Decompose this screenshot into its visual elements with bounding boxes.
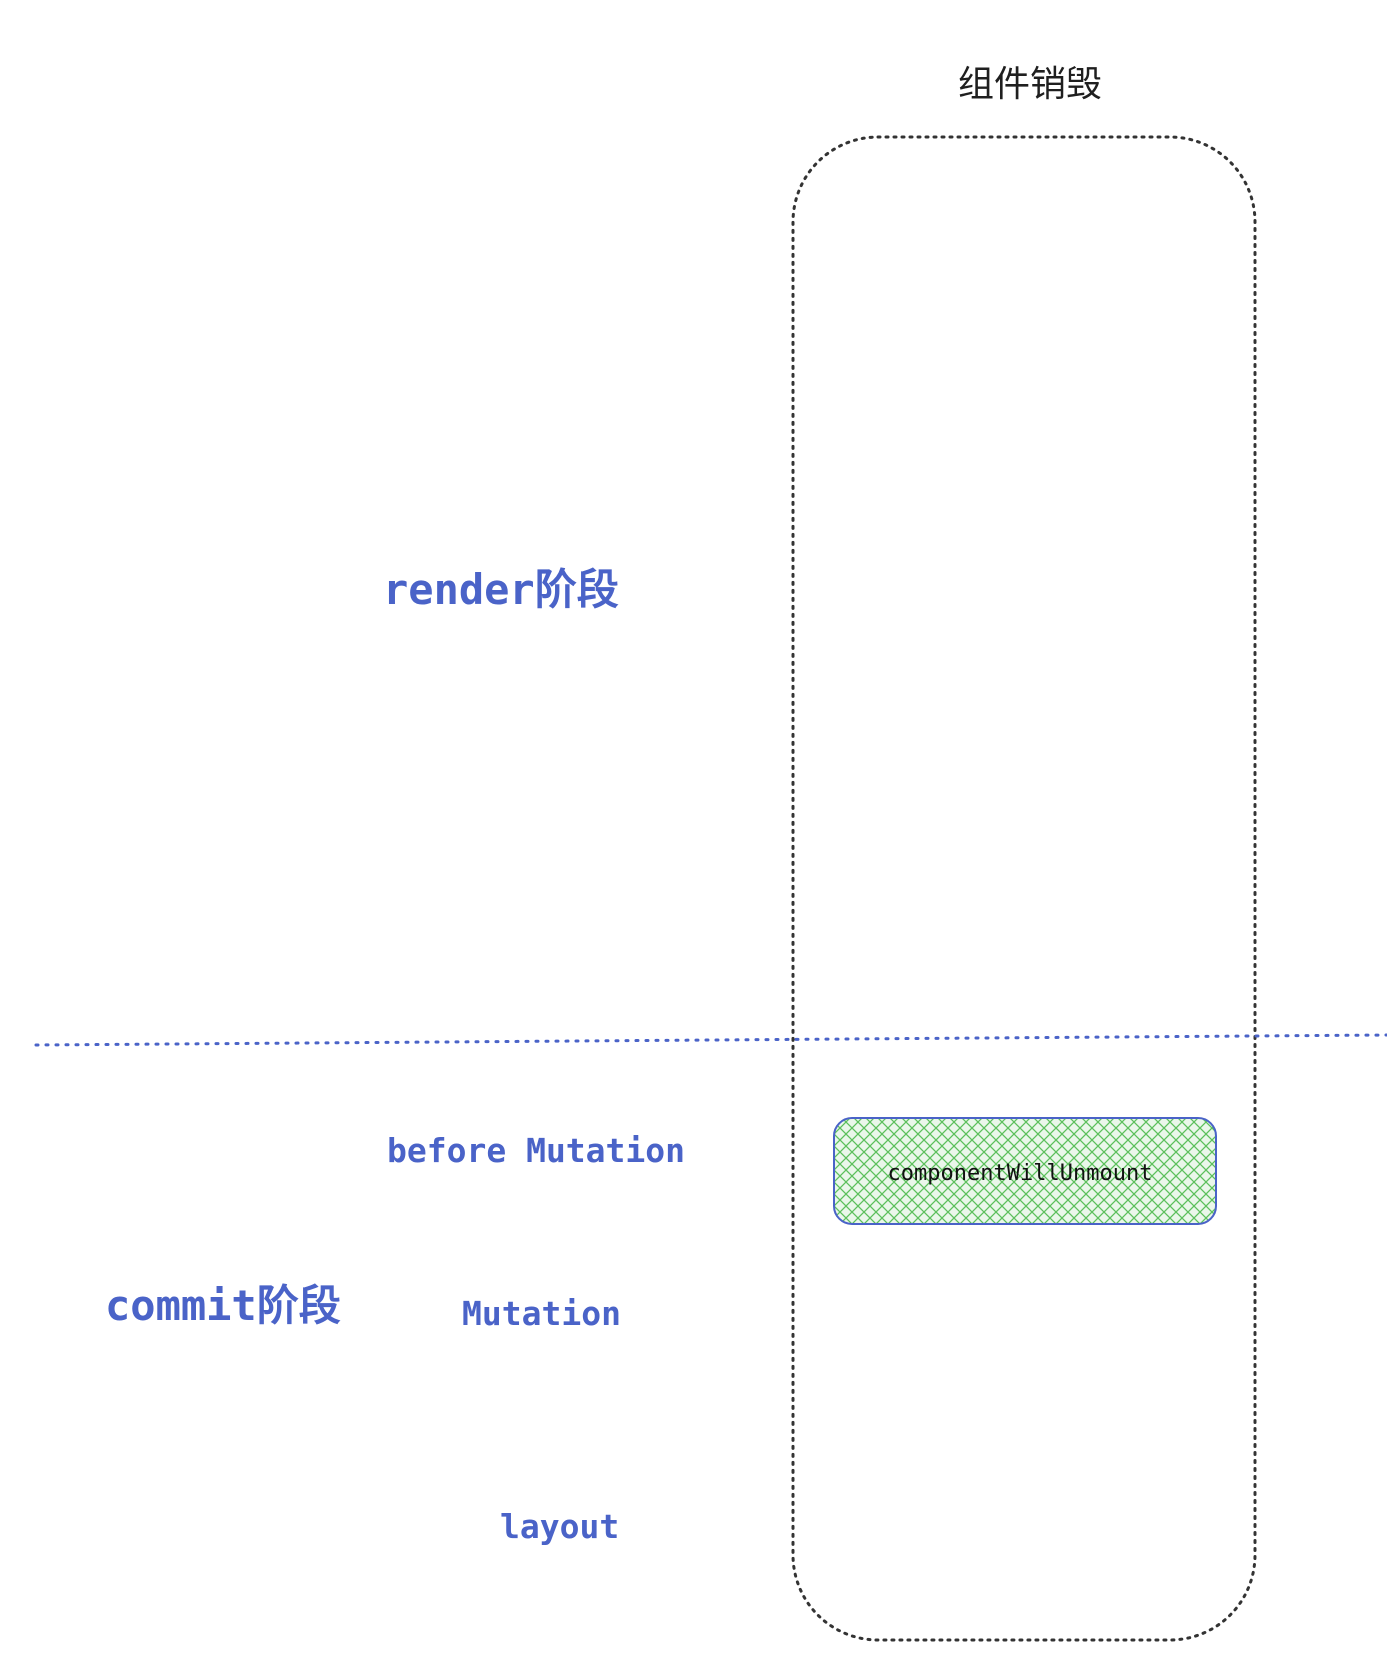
layout-label: layout <box>500 1507 619 1546</box>
component-will-unmount-rect <box>833 1117 1217 1225</box>
column-container <box>791 135 1257 1642</box>
mutation-label: Mutation <box>462 1294 621 1333</box>
component-will-unmount-box: componentWillUnmount <box>833 1117 1217 1225</box>
before-mutation-label: before Mutation <box>387 1131 685 1170</box>
phase-divider <box>34 1033 1387 1047</box>
component-will-unmount-label: componentWillUnmount <box>888 1161 1153 1186</box>
column-title: 组件销毁 <box>958 64 1102 105</box>
render-phase-label: render阶段 <box>383 565 619 614</box>
commit-phase-label: commit阶段 <box>105 1281 341 1330</box>
